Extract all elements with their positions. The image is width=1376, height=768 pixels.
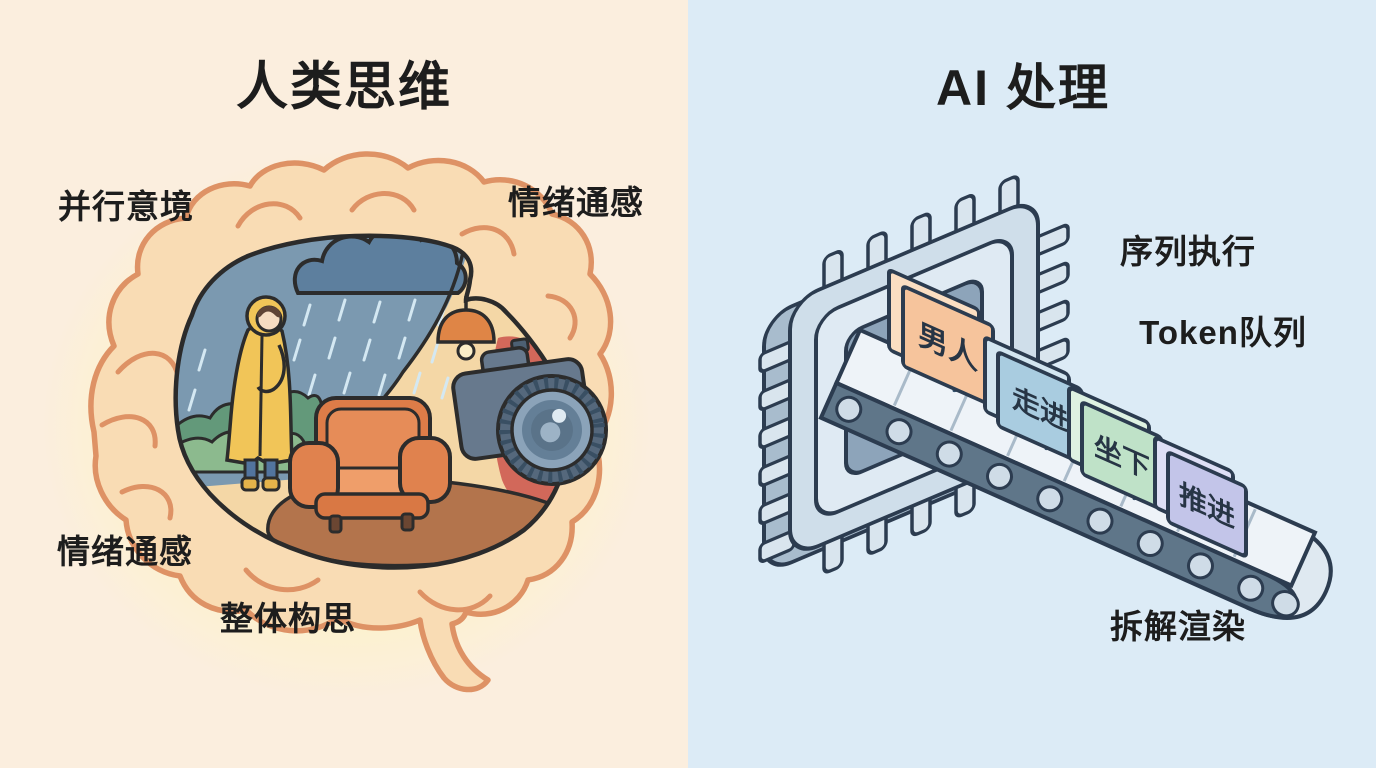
label-emotion-synesthesia-top: 情绪通感 bbox=[508, 184, 644, 221]
raincoat bbox=[225, 322, 294, 466]
raincoat-person bbox=[225, 295, 294, 492]
chair-leg bbox=[400, 512, 415, 532]
token-block: 走进 bbox=[983, 336, 1084, 465]
camera bbox=[451, 337, 608, 486]
lens-ridges bbox=[499, 377, 605, 483]
person-boot bbox=[261, 476, 281, 492]
pendant-lamp bbox=[436, 296, 496, 361]
armchair bbox=[288, 396, 452, 534]
belt-rollers bbox=[835, 395, 1300, 618]
label-sequential-execution: 序列执行 bbox=[1120, 233, 1256, 270]
label-holistic-conception: 整体构思 bbox=[220, 600, 356, 637]
lamp-shade bbox=[436, 308, 496, 344]
lamp-bulb bbox=[456, 341, 476, 361]
token-queue: 男人 走进 坐下 推进 bbox=[887, 268, 1248, 558]
token-block: 男人 bbox=[887, 268, 995, 407]
chair-leg bbox=[328, 514, 343, 534]
person-hair bbox=[257, 306, 281, 318]
chair-arm-left bbox=[288, 441, 340, 509]
thought-blob-outline bbox=[173, 233, 571, 570]
label-parallel-imagery: 并行意境 bbox=[58, 188, 194, 225]
label-token-queue: Token队列 bbox=[1139, 314, 1307, 351]
chair-base bbox=[314, 492, 430, 520]
lens-center bbox=[540, 422, 561, 443]
ai-panel-title: AI 处理 bbox=[936, 60, 1110, 116]
token-block: 推进 bbox=[1153, 436, 1248, 558]
token-block: 坐下 bbox=[1067, 386, 1164, 511]
human-panel-title: 人类思维 bbox=[235, 58, 453, 117]
token-block-face bbox=[1166, 451, 1248, 558]
label-decompose-render: 拆解渲染 bbox=[1110, 608, 1246, 645]
brain-illustration bbox=[41, 150, 651, 700]
person-arm bbox=[256, 344, 286, 394]
label-emotion-synesthesia-bottom: 情绪通感 bbox=[57, 533, 193, 570]
person-boot bbox=[240, 476, 260, 492]
lens-highlight bbox=[552, 408, 567, 423]
coat-seam bbox=[258, 335, 264, 457]
